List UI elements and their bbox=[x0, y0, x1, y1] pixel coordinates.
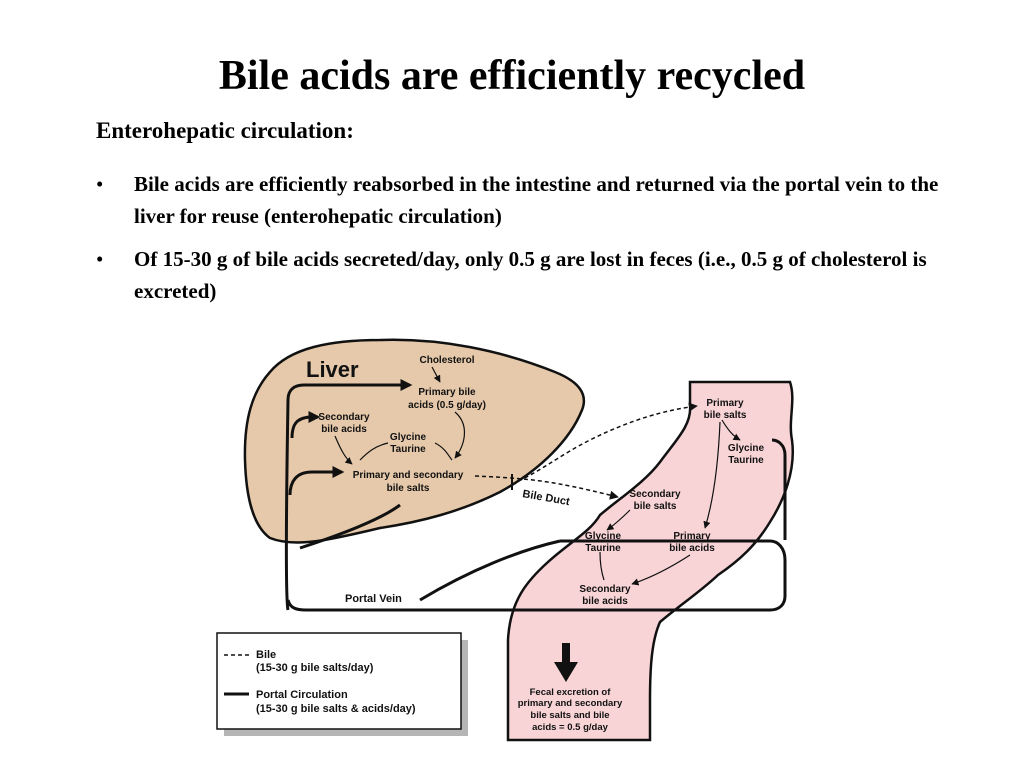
intestine-primary-acids-label-1: Primary bbox=[673, 531, 711, 542]
intestine-secondary-acids-label-2: bile acids bbox=[582, 596, 628, 607]
liver-shape bbox=[243, 338, 586, 544]
legend: Bile (15-30 g bile salts/day) Portal Cir… bbox=[216, 632, 468, 736]
arrow-glycine-to-secondary bbox=[599, 551, 605, 581]
primary-bile-salts-label-1: Primary bbox=[706, 398, 744, 409]
arrow-cholesterol bbox=[431, 366, 441, 383]
bile-duct-label: Bile Duct bbox=[521, 488, 570, 508]
fecal-label-1: Fecal excretion of bbox=[530, 687, 612, 698]
arrow-glycine-right bbox=[434, 442, 453, 461]
intestine-glycine-upper-label: Glycine bbox=[728, 443, 765, 454]
intestine-taurine-upper-label: Taurine bbox=[728, 455, 764, 466]
primary-secondary-salts-label-1: Primary and secondary bbox=[353, 470, 464, 481]
bullet-item-1: • Bile acids are efficiently reabsorbed … bbox=[96, 168, 976, 232]
arrow-primary-to-acids bbox=[703, 421, 721, 529]
primary-bile-salts-label-2: bile salts bbox=[704, 410, 747, 421]
portal-vein-upper-right bbox=[771, 438, 787, 540]
bullet-text-2: Of 15-30 g of bile acids secreted/day, o… bbox=[134, 247, 927, 303]
fecal-label-2: primary and secondary bbox=[518, 698, 623, 709]
portal-vein-branch-4 bbox=[419, 539, 561, 602]
intestine-glycine-lower-label: Glycine bbox=[585, 531, 622, 542]
arrow-glycine-left bbox=[359, 442, 389, 461]
portal-vein-branch-1 bbox=[290, 411, 321, 439]
secondary-bile-acids-label-1: Secondary bbox=[318, 412, 370, 423]
slide-title: Bile acids are efficiently recycled bbox=[218, 53, 806, 99]
portal-vein-mid bbox=[560, 539, 787, 561]
intestine-taurine-lower-label: Taurine bbox=[585, 543, 621, 554]
fecal-arrow-shaft bbox=[562, 643, 570, 665]
intestine-secondary-acids-label-1: Secondary bbox=[579, 584, 631, 595]
cholesterol-label: Cholesterol bbox=[419, 355, 474, 366]
legend-box bbox=[216, 632, 462, 730]
secondary-bile-salts-label-2: bile salts bbox=[634, 501, 677, 512]
bullet-marker: • bbox=[96, 247, 104, 271]
liver-glycine-label: Glycine bbox=[390, 432, 427, 443]
portal-vein-bottom bbox=[286, 560, 787, 612]
legend-bile-sub: (15-30 g bile salts/day) bbox=[256, 662, 374, 674]
legend-bile-title: Bile bbox=[256, 649, 276, 661]
liver-label: Liver bbox=[306, 357, 359, 382]
arrow-primary-to-salts bbox=[454, 411, 465, 459]
legend-portal-sub: (15-30 g bile salts & acids/day) bbox=[256, 703, 416, 715]
portal-vein-path bbox=[285, 379, 413, 611]
bullet-text-1: Bile acids are efficiently reabsorbed in… bbox=[134, 172, 939, 228]
liver-taurine-label: Taurine bbox=[390, 444, 426, 455]
bullet-marker: • bbox=[96, 172, 104, 196]
bullet-item-2: • Of 15-30 g of bile acids secreted/day,… bbox=[96, 243, 976, 307]
primary-secondary-salts-label-2: bile salts bbox=[387, 483, 430, 494]
slide-subtitle: Enterohepatic circulation: bbox=[96, 118, 354, 143]
fecal-label-3: bile salts and bile bbox=[530, 710, 609, 721]
bile-duct-path bbox=[474, 475, 619, 500]
portal-vein-branch-3 bbox=[299, 503, 401, 550]
secondary-bile-salts-label-1: Secondary bbox=[629, 489, 681, 500]
primary-bile-acids-label-1: Primary bile bbox=[418, 387, 476, 398]
arrow-secondary-salts-to-glycine bbox=[606, 509, 631, 531]
arrow-secondary-to-salts bbox=[334, 435, 353, 465]
portal-vein-branch-2 bbox=[288, 466, 345, 496]
primary-bile-acids-label-2: acids (0.5 g/day) bbox=[408, 400, 486, 411]
legend-portal-title: Portal Circulation bbox=[256, 689, 348, 701]
fecal-label-4: acids = 0.5 g/day bbox=[532, 722, 608, 733]
arrow-primary-to-glycine bbox=[721, 419, 741, 441]
secondary-bile-acids-label-2: bile acids bbox=[321, 424, 367, 435]
intestine-primary-acids-label-2: bile acids bbox=[669, 543, 715, 554]
fecal-arrow-head bbox=[554, 662, 578, 682]
arrow-acids-to-secondary bbox=[631, 554, 691, 586]
portal-vein-label: Portal Vein bbox=[345, 593, 402, 605]
